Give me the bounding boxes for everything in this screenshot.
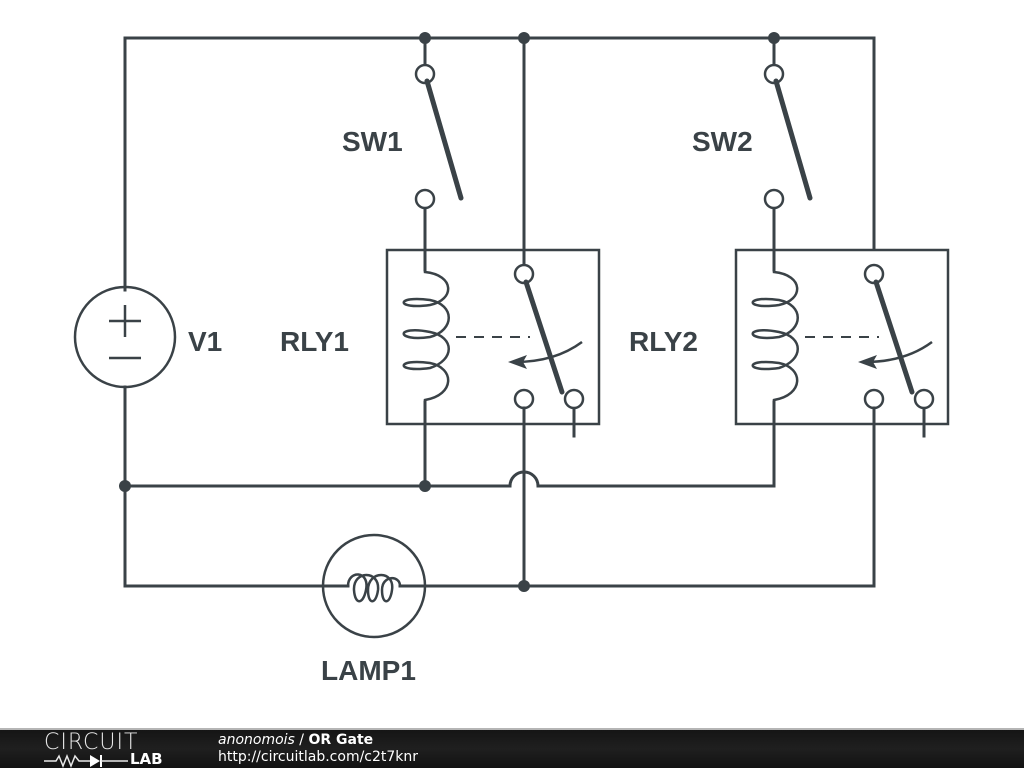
- top-rail-wire: [123, 36, 876, 292]
- v1-label: V1: [188, 326, 222, 357]
- switch-sw1[interactable]: SW1: [342, 36, 464, 272]
- switch-sw2[interactable]: SW2: [692, 36, 813, 272]
- separator: /: [294, 732, 309, 748]
- logo-text-lab: LAB: [130, 750, 163, 768]
- lamp-lamp1[interactable]: LAMP1: [321, 533, 427, 686]
- resistor-diode-icon: [44, 753, 128, 768]
- sw1-label: SW1: [342, 126, 403, 157]
- rly1-label: RLY1: [280, 326, 349, 357]
- spst-switch-icon: [773, 78, 813, 201]
- relay-rly2[interactable]: RLY2: [629, 248, 950, 438]
- circuit-meta: anonomois / OR Gate http://circuitlab.co…: [218, 732, 418, 766]
- circuit-url[interactable]: http://circuitlab.com/c2t7knr: [218, 749, 419, 765]
- spst-switch-icon: [424, 78, 464, 201]
- spdt-relay-icon: [385, 248, 601, 426]
- voltage-source-v1[interactable]: V1: [73, 285, 222, 389]
- circuitlab-logo[interactable]: CIRCUIT LAB: [42, 732, 177, 768]
- rly2-label: RLY2: [629, 326, 698, 357]
- spdt-relay-icon: [734, 248, 950, 426]
- circuit-title: OR Gate: [308, 732, 374, 748]
- junctions: [119, 32, 780, 592]
- lamp1-label: LAMP1: [321, 655, 416, 686]
- circuit-schematic: V1 SW1 SW2 RLY1: [73, 32, 950, 686]
- sw2-label: SW2: [692, 126, 753, 157]
- logo-text-circuit: CIRCUIT: [44, 730, 139, 755]
- output-wire: [123, 406, 876, 588]
- footer-bar: CIRCUIT LAB anonomois / OR Gate http://c…: [0, 728, 1024, 768]
- relay-rly1[interactable]: RLY1: [280, 36, 601, 438]
- coil-return-wire: [123, 400, 776, 488]
- author-name[interactable]: anonomois: [218, 732, 295, 748]
